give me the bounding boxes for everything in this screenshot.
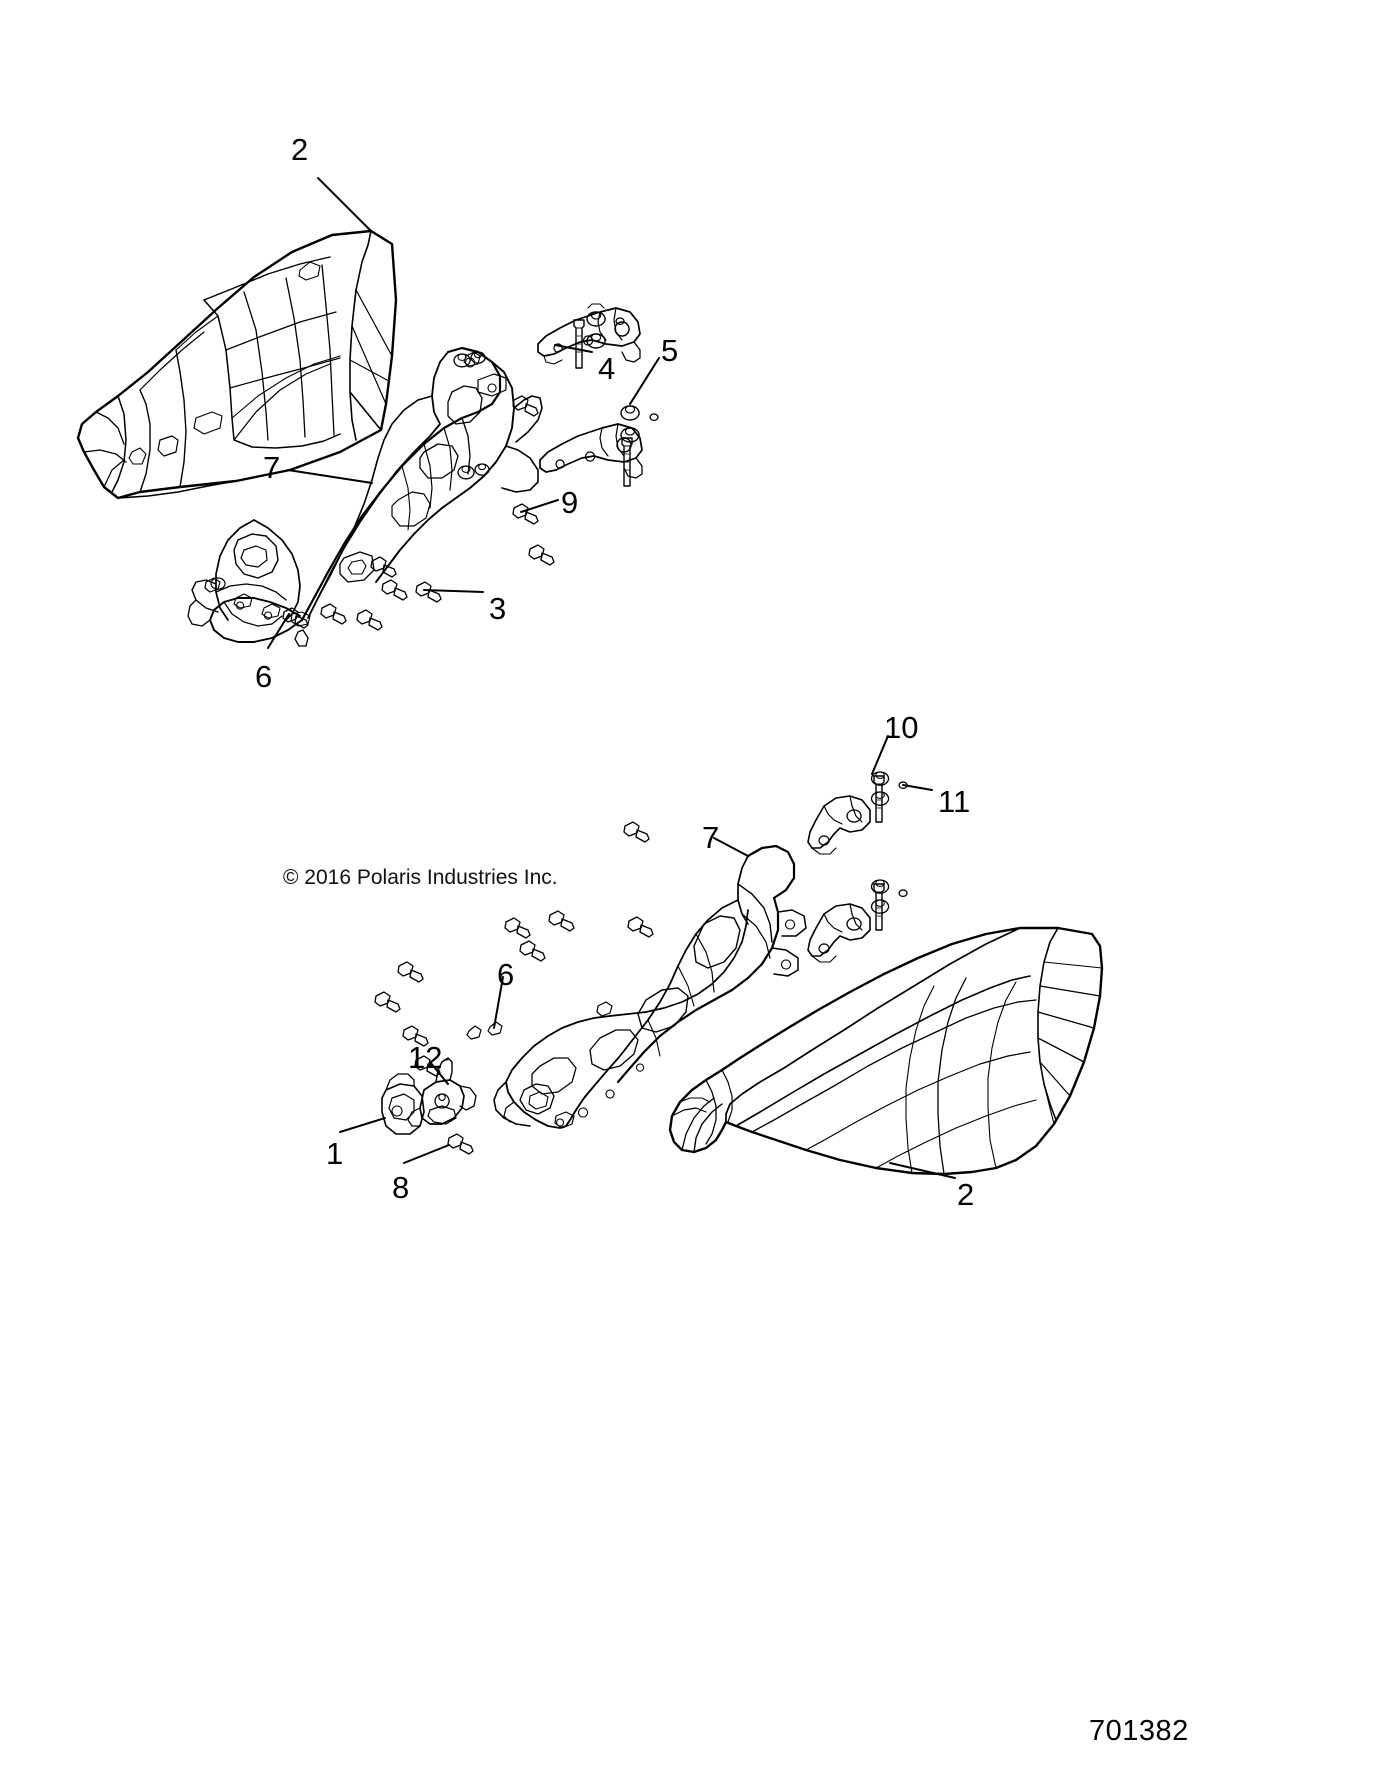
hinge-4-fasteners [573, 303, 625, 369]
callout-label-2: 2 [957, 1177, 975, 1212]
leader-line-11 [902, 784, 933, 791]
door-frame-weldment-left [187, 346, 543, 643]
callout-label-3: 3 [489, 591, 507, 626]
callout-label-6: 6 [255, 659, 273, 694]
callout-label-2: 2 [291, 132, 309, 167]
callout-label-12: 12 [408, 1040, 443, 1075]
leader-line-4 [554, 344, 593, 353]
leader-line-9 [520, 499, 559, 513]
callout-label-7: 7 [702, 820, 720, 855]
leader-line-7 [713, 837, 749, 857]
leader-line-1 [339, 1117, 386, 1133]
callout-label-8: 8 [392, 1170, 410, 1205]
callout-label-4: 4 [598, 351, 616, 386]
leader-line-12 [429, 1061, 449, 1085]
leader-line-7 [287, 469, 373, 484]
diagram-part-number: 701382 [1089, 1715, 1189, 1747]
leader-line-10 [871, 735, 889, 775]
callout-label-11: 11 [938, 784, 971, 819]
door-frame-weldment-right [493, 844, 807, 1129]
leader-line-3 [423, 589, 484, 593]
callout-label-1: 1 [326, 1136, 344, 1171]
leader-line-2 [889, 1162, 956, 1179]
door-outer-panel-right [668, 926, 1104, 1176]
hinge-bracket-lower-right [807, 879, 908, 963]
hinge-bracket-upper-right [807, 771, 908, 855]
bottom-assembly-fasteners [374, 821, 654, 1077]
leader-line-8 [403, 1144, 450, 1164]
copyright-notice: © 2016 Polaris Industries Inc. [283, 866, 558, 889]
top-assembly-fasteners [204, 351, 555, 647]
leader-line-2 [317, 177, 372, 232]
door-latch-assembly [381, 1057, 477, 1155]
callout-label-5: 5 [661, 333, 679, 368]
hinge-5-fasteners [620, 405, 659, 487]
leader-line-6 [493, 976, 504, 1029]
callout-label-9: 9 [561, 485, 579, 520]
callout-label-10: 10 [884, 710, 919, 745]
callout-leader-lines [267, 177, 956, 1179]
leader-line-5 [629, 357, 660, 405]
callout-label-7: 7 [263, 450, 281, 485]
door-outer-panel-left [76, 229, 398, 500]
leader-line-6 [267, 613, 290, 649]
callout-label-6: 6 [497, 957, 515, 992]
